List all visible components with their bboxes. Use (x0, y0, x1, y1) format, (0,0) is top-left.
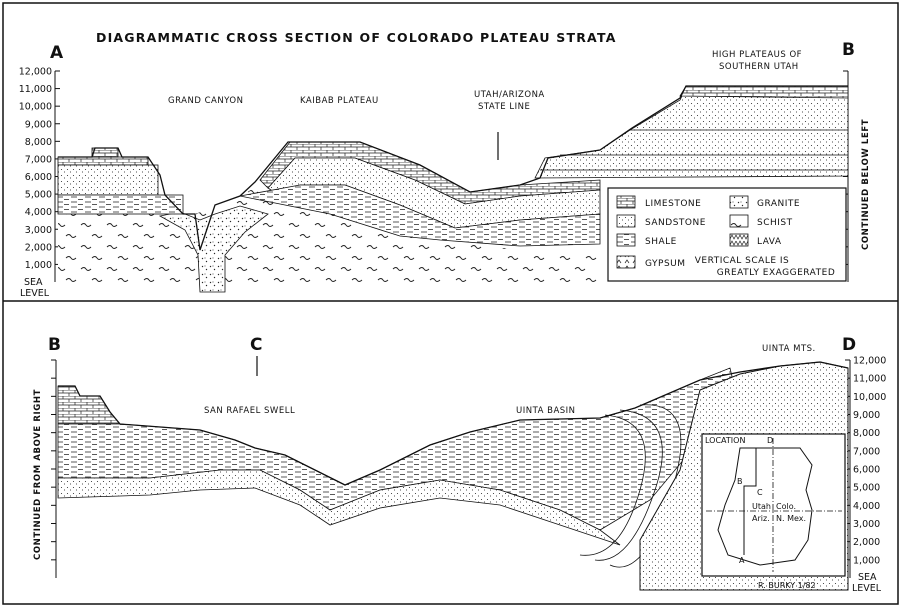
kaibab-shale (239, 184, 601, 247)
elevation-scale-bottom-left (51, 359, 57, 578)
location-map-utah: Utah (752, 502, 771, 511)
uinta-mts-label: UINTA MTS. (762, 344, 816, 354)
high-plateaus-label-2: SOUTHERN UTAH (719, 62, 799, 72)
state-line-label-2: STATE LINE (478, 102, 530, 112)
scale-top-left-tick-label: 8,000 (25, 137, 52, 148)
bottom-shale-band (57, 367, 741, 531)
scale-bottom-right-tick-label: 6,000 (853, 465, 880, 476)
sea-level-top-1: SEA (24, 277, 43, 288)
kaibab-plateau-label: KAIBAB PLATEAU (300, 96, 379, 106)
sea-level-top-2: LEVEL (20, 288, 50, 299)
scale-top-left-tick-label: 4,000 (25, 207, 52, 218)
legend-swatch-shale (616, 233, 636, 247)
location-map-c: C (757, 488, 763, 497)
location-map-nmex: N. Mex. (776, 514, 806, 523)
sea-level-bottom-1: SEA (858, 572, 877, 583)
point-b-bottom-label: B (48, 335, 61, 355)
scale-bottom-right-tick-label: 9,000 (853, 410, 880, 421)
scale-top-left-tick-label: 10,000 (19, 102, 52, 113)
left-mesa-sandstone (57, 164, 159, 196)
grand-canyon-label: GRAND CANYON (168, 96, 243, 106)
location-map-d: D (767, 436, 773, 445)
basement-schist-top (58, 184, 600, 282)
location-map-title: LOCATION (705, 436, 745, 445)
scale-top-left-tick-label: 9,000 (25, 119, 52, 130)
location-map-b: B (737, 477, 743, 486)
high-plateaus-label-1: HIGH PLATEAUS OF (712, 50, 802, 60)
legend-shale: SHALE (645, 237, 677, 247)
point-c-label: C (250, 335, 262, 355)
top-surface-profile (58, 85, 848, 251)
legend-swatch-limestone (616, 195, 636, 209)
legend-granite: GRANITE (757, 199, 800, 209)
location-map: LOCATION D B C A Utah Colo. Ariz. N. Mex… (701, 433, 846, 577)
state-line-label-1: UTAH/ARIZONA (474, 90, 545, 100)
figure-title: DIAGRAMMATIC CROSS SECTION OF COLORADO P… (96, 30, 617, 45)
scale-top-left-tick-label: 6,000 (25, 172, 52, 183)
high-plateaus-limestone (679, 85, 849, 99)
point-a-label: A (50, 43, 64, 63)
scale-bottom-right-tick-label: 10,000 (853, 392, 886, 403)
high-plateaus-sandstone (534, 87, 849, 179)
credit: R. BURKY 1/82 (758, 581, 816, 590)
legend-limestone: LIMESTONE (645, 199, 701, 209)
legend-swatch-granite (729, 195, 749, 209)
legend-frame (607, 187, 847, 282)
continued-below-left-label: CONTINUED BELOW LEFT (861, 119, 871, 250)
scale-bottom-right-tick-label: 3,000 (853, 519, 880, 530)
scale-bottom-right-tick-label: 4,000 (853, 501, 880, 512)
point-b-top-label: B (842, 40, 855, 60)
legend-sandstone: SANDSTONE (645, 218, 706, 228)
scale-top-left-tick-label: 7,000 (25, 154, 52, 165)
left-butte-cap (91, 147, 119, 158)
uinta-basin-label: UINTA BASIN (516, 406, 576, 416)
bottom-surface-profile (58, 361, 849, 486)
top-cross-section (57, 85, 849, 293)
granite-intrusion (158, 205, 269, 293)
legend-note-2: GREATLY EXAGGERATED (717, 268, 836, 278)
san-rafael-label: SAN RAFAEL SWELL (204, 406, 295, 416)
point-d-label: D (842, 335, 856, 355)
bottom-limestone-cap (57, 385, 121, 425)
sea-level-bottom-2: LEVEL (852, 583, 882, 594)
scale-bottom-right-tick-label: 11,000 (853, 374, 886, 385)
left-mesa-shale (57, 194, 184, 215)
legend-swatch-gypsum (616, 255, 636, 269)
scale-bottom-right-tick-label: 12,000 (853, 356, 886, 367)
scale-bottom-right-tick-label: 8,000 (853, 428, 880, 439)
location-map-colo: Colo. (776, 502, 796, 511)
scale-top-left-tick-label: 12,000 (19, 67, 52, 78)
location-map-ariz: Ariz. (752, 514, 770, 523)
plateau-outline (717, 447, 813, 566)
legend-gypsum: GYPSUM (645, 259, 686, 269)
scale-top-left-tick-label: 11,000 (19, 84, 52, 95)
legend-lava: LAVA (757, 237, 782, 247)
legend-swatch-schist (729, 214, 749, 228)
scale-bottom-right-tick-label: 7,000 (853, 446, 880, 457)
scale-bottom-right-tick-label: 2,000 (853, 537, 880, 548)
scale-bottom-right-tick-label: 1,000 (853, 555, 880, 566)
scale-top-left-tick-label: 3,000 (25, 225, 52, 236)
scale-top-left-tick-label: 2,000 (25, 242, 52, 253)
left-mesa-limestone (57, 156, 149, 166)
legend-note-1: VERTICAL SCALE IS (695, 256, 790, 266)
scale-top-left-tick-label: 5,000 (25, 190, 52, 201)
section-line (743, 447, 778, 555)
scale-top-left-tick-label: 1,000 (25, 260, 52, 271)
legend: LIMESTONE SANDSTONE SHALE GYPSUM GRANITE… (607, 187, 847, 282)
legend-swatch-sandstone (616, 214, 636, 228)
location-map-frame (701, 433, 846, 577)
scale-bottom-right-tick-label: 5,000 (853, 483, 880, 494)
location-map-a: A (739, 556, 745, 565)
continued-from-above-right-label: CONTINUED FROM ABOVE RIGHT (33, 389, 43, 560)
legend-schist: SCHIST (757, 218, 793, 228)
elevation-scale-top-left: 12,000 11,000 10,000 9,000 8,000 7,000 6,000 5,… (19, 67, 60, 282)
legend-swatch-lava (729, 233, 749, 247)
elevation-scale-bottom-right: 12,000 11,000 10,000 9,000 8,000 7,000 6,000 5,… (845, 356, 886, 578)
bottom-sandstone-band (57, 469, 621, 546)
